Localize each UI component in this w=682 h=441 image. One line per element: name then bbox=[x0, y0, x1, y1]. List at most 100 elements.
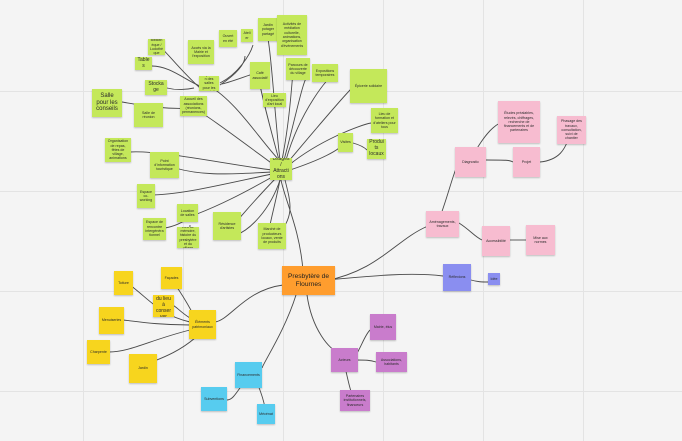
note-text: Lieu de formation et d'ateliers pour tou… bbox=[373, 111, 396, 129]
note-text: Résidence d'artistes bbox=[218, 221, 236, 230]
sticky-note[interactable]: Mécénat bbox=[257, 404, 275, 424]
sticky-note[interactable]: Accès via la Mairie et l'exposition bbox=[188, 40, 214, 64]
note-text: Expositions temporaires bbox=[315, 68, 335, 77]
sticky-note[interactable]: Produits locaux bbox=[367, 139, 386, 159]
sticky-note[interactable]: Bibliothèque / Ludothèque bbox=[148, 39, 165, 55]
sticky-note[interactable]: Lieu de formation et d'ateliers pour tou… bbox=[371, 108, 398, 133]
sticky-note[interactable]: Diagnostic bbox=[455, 147, 486, 177]
note-text: Mécénat bbox=[259, 411, 273, 416]
sticky-note[interactable]: Réflexions bbox=[443, 264, 471, 291]
note-text: Toiture bbox=[118, 280, 129, 285]
sticky-note[interactable]: Stockage bbox=[145, 80, 167, 95]
note-text: Atelier bbox=[243, 31, 251, 40]
note-text: Études préalables, relevés, chiffrages, … bbox=[503, 111, 535, 133]
sticky-note[interactable]: Partenaires institutionnels, financeurs bbox=[340, 390, 370, 411]
sticky-note[interactable]: Point d'information touristique bbox=[150, 152, 179, 178]
note-text: Salle de réunion bbox=[142, 110, 155, 119]
note-text: Lieu de mémoire, histoire du presbytère … bbox=[179, 227, 197, 248]
sticky-note[interactable]: Études préalables, relevés, chiffrages, … bbox=[498, 101, 540, 143]
note-text: Menuiseries bbox=[101, 318, 122, 323]
note-text: Réflexions bbox=[448, 275, 466, 280]
note-text: Café associatif bbox=[252, 71, 268, 80]
sticky-note[interactable]: Mise aux normes bbox=[526, 225, 555, 255]
sticky-note[interactable]: Associations, habitants bbox=[376, 352, 407, 372]
note-text: Bibliothèque / Ludothèque bbox=[150, 39, 163, 55]
note-text: Tables bbox=[137, 57, 150, 69]
sticky-note[interactable]: Épicerie solidaire bbox=[350, 69, 387, 103]
sticky-note[interactable]: Visites bbox=[338, 133, 353, 152]
note-text: Accueil des associations (réunions, perm… bbox=[182, 97, 205, 115]
note-text: Point d'information touristique bbox=[154, 158, 175, 172]
sticky-note[interactable]: Acteurs bbox=[331, 348, 358, 372]
note-text: Espace co-working bbox=[139, 189, 153, 203]
note-text: Mise aux normes bbox=[533, 235, 548, 244]
sticky-note[interactable]: Accessibilité bbox=[482, 226, 510, 256]
sticky-note[interactable]: Atelier bbox=[241, 29, 253, 42]
sticky-note[interactable]: Espace co-working bbox=[137, 184, 155, 208]
sticky-note[interactable]: Ouvert en été bbox=[219, 30, 237, 47]
sticky-note[interactable]: Activités de médiation culturelle, anima… bbox=[277, 15, 307, 55]
note-text: Aménagements, travaux bbox=[429, 219, 456, 228]
sticky-note[interactable]: Marché de producteurs locaux, vente de p… bbox=[258, 223, 286, 249]
center-title: Presbytère de Flournes bbox=[287, 272, 330, 288]
note-text: Jardin bbox=[138, 366, 148, 371]
note-text: Ordres du lieu à conserver bbox=[155, 295, 171, 317]
sticky-note[interactable]: Expositions temporaires bbox=[312, 64, 338, 82]
sticky-note[interactable]: Phasage des travaux, consultation, suivi… bbox=[557, 116, 586, 144]
sticky-note[interactable]: Mise à disposition des salles pour les a… bbox=[199, 76, 219, 91]
sticky-note[interactable]: Projet bbox=[513, 147, 540, 177]
note-text: Jardin potager partagé bbox=[261, 23, 275, 36]
sticky-note[interactable]: Lieu de mémoire, histoire du presbytère … bbox=[177, 227, 199, 248]
sticky-note[interactable]: Café associatif bbox=[250, 62, 270, 89]
usages-hub-title: Usages / Attractions bbox=[272, 158, 290, 180]
sticky-note[interactable]: Résidence d'artistes bbox=[213, 212, 241, 240]
note-text: Façades bbox=[164, 275, 179, 280]
sticky-note[interactable]: Jardin bbox=[129, 354, 157, 383]
note-text: Éléments patrimoniaux bbox=[192, 320, 213, 329]
sticky-note[interactable]: Mairie, élus bbox=[370, 314, 396, 340]
sticky-note[interactable]: Espace de rencontre intergénérationnel bbox=[143, 218, 166, 240]
note-text: Idée bbox=[490, 276, 498, 281]
note-text: Phasage des travaux, consultation, suivi… bbox=[561, 119, 582, 141]
usages-hub-note[interactable]: Usages / Attractions bbox=[270, 158, 292, 180]
note-text: Associations, habitants bbox=[380, 357, 403, 366]
note-text: Ouvert en été bbox=[222, 34, 234, 43]
note-text: Financements bbox=[237, 372, 260, 377]
note-text: Organisation de repas, fêtes de village,… bbox=[107, 139, 129, 161]
sticky-note[interactable]: Subventions bbox=[201, 387, 227, 411]
note-text: Accès via la Mairie et l'exposition bbox=[191, 45, 211, 59]
sticky-note[interactable]: Jardin potager partagé bbox=[258, 18, 278, 41]
note-text: Subventions bbox=[204, 396, 224, 401]
sticky-note[interactable]: Location de salles bbox=[177, 204, 198, 222]
note-text: Mairie, élus bbox=[373, 324, 393, 329]
note-text: Produits locaux bbox=[369, 139, 384, 157]
note-text: Espace de rencontre intergénérationnel bbox=[145, 220, 164, 238]
sticky-note[interactable]: Toiture bbox=[114, 271, 133, 295]
note-text: Salle pour les conseils bbox=[96, 93, 118, 113]
sticky-note[interactable]: Accueil des associations (réunions, perm… bbox=[180, 96, 207, 116]
note-text: Projet bbox=[521, 159, 532, 164]
sticky-note[interactable]: Salle pour les conseils bbox=[92, 89, 122, 117]
note-text: Charpente bbox=[90, 349, 107, 354]
sticky-note[interactable]: Menuiseries bbox=[99, 307, 124, 334]
note-text: Parcours de découverte du village bbox=[288, 62, 308, 76]
sticky-note[interactable]: Ordres du lieu à conserver bbox=[153, 295, 174, 317]
sticky-note[interactable]: Lieu d'exposition d'art local bbox=[263, 93, 286, 107]
note-text: Partenaires institutionnels, financeurs bbox=[343, 394, 367, 407]
note-text: Stockage bbox=[148, 80, 164, 93]
sticky-note[interactable]: Financements bbox=[235, 362, 262, 388]
sticky-note[interactable]: Charpente bbox=[87, 340, 110, 364]
note-text: Marché de producteurs locaux, vente de p… bbox=[261, 227, 283, 245]
note-text: Accessibilité bbox=[486, 238, 506, 243]
sticky-note[interactable]: Salle de réunion bbox=[134, 103, 163, 127]
sticky-note[interactable]: Aménagements, travaux bbox=[426, 211, 459, 237]
sticky-note[interactable]: Organisation de repas, fêtes de village,… bbox=[105, 138, 131, 162]
note-text: Diagnostic bbox=[462, 159, 479, 164]
sticky-note[interactable]: Idée bbox=[488, 273, 500, 285]
center-node[interactable]: Presbytère de Flournes bbox=[282, 266, 335, 295]
sticky-note[interactable]: Façades bbox=[161, 267, 182, 289]
sticky-note[interactable]: Tables bbox=[135, 57, 152, 70]
sticky-note[interactable]: Éléments patrimoniaux bbox=[189, 310, 216, 339]
sticky-note[interactable]: Parcours de découverte du village bbox=[286, 58, 310, 80]
